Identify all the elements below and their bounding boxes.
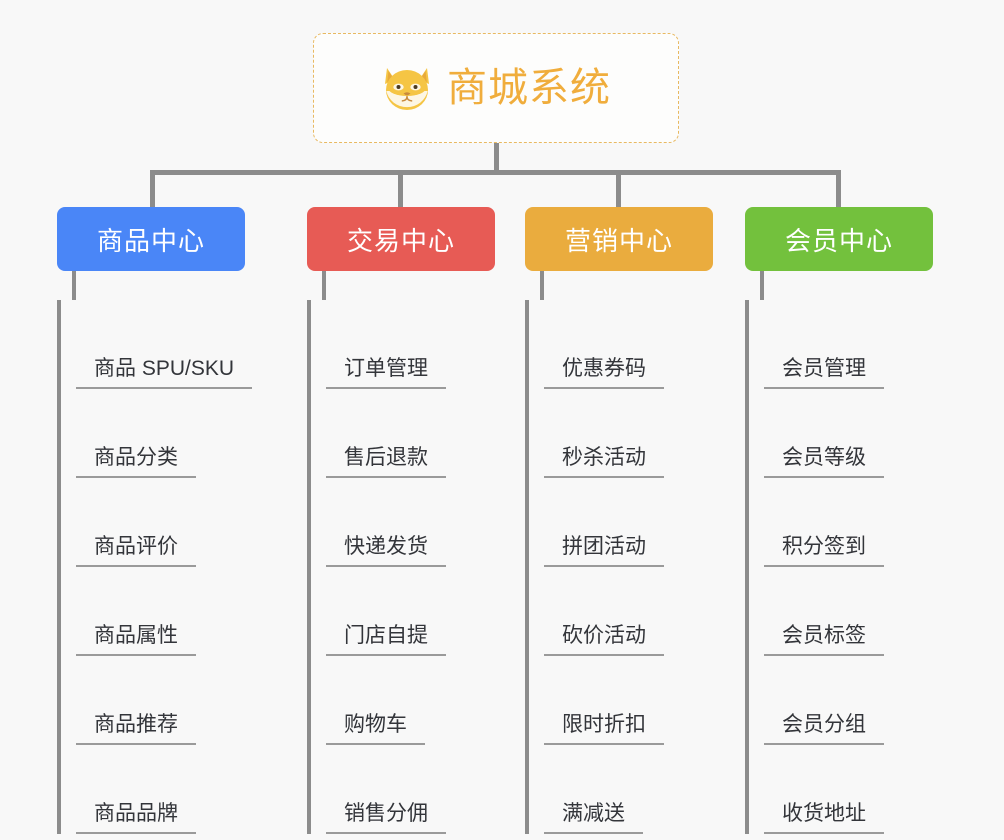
leaf-label: 商品分类 <box>76 446 196 478</box>
list-item[interactable]: 门店自提 <box>326 567 495 656</box>
leaf-label: 会员管理 <box>764 357 884 389</box>
leaf-label: 销售分佣 <box>326 802 446 834</box>
leaf-label: 售后退款 <box>326 446 446 478</box>
category-label: 会员中心 <box>784 225 893 256</box>
category-header-member[interactable]: 会员中心 <box>745 207 933 271</box>
category-column-member: 会员中心 会员管理 会员等级 积分签到 会员标签 会员分组 收货地址 <box>745 207 933 834</box>
leaf-label: 商品推荐 <box>76 713 196 745</box>
list-item[interactable]: 订单管理 <box>326 300 495 389</box>
leaf-label: 砍价活动 <box>544 624 664 656</box>
connector-category-stem <box>540 271 544 300</box>
leaf-label: 优惠券码 <box>544 357 664 389</box>
connector-category-stem <box>72 271 76 300</box>
leaf-label: 满减送 <box>544 802 643 834</box>
leaf-label: 订单管理 <box>326 357 446 389</box>
connector-drop-1 <box>398 170 403 207</box>
shiba-dog-face-icon <box>381 64 433 112</box>
list-item[interactable]: 购物车 <box>326 656 495 745</box>
category-header-marketing[interactable]: 营销中心 <box>525 207 713 271</box>
list-item[interactable]: 售后退款 <box>326 389 495 478</box>
connector-category-stem <box>322 271 326 300</box>
connector-drop-3 <box>836 170 841 207</box>
category-header-trade[interactable]: 交易中心 <box>307 207 495 271</box>
leaf-list-marketing: 优惠券码 秒杀活动 拼团活动 砍价活动 限时折扣 满减送 <box>525 300 713 834</box>
connector-root-stem <box>494 143 499 173</box>
leaf-label: 门店自提 <box>326 624 446 656</box>
list-item[interactable]: 限时折扣 <box>544 656 713 745</box>
leaf-label: 商品属性 <box>76 624 196 656</box>
leaf-label: 积分签到 <box>764 535 884 567</box>
list-item[interactable]: 商品分类 <box>76 389 245 478</box>
list-item[interactable]: 拼团活动 <box>544 478 713 567</box>
leaf-list-trade: 订单管理 售后退款 快递发货 门店自提 购物车 销售分佣 <box>307 300 495 834</box>
leaf-label: 商品 SPU/SKU <box>76 357 253 389</box>
list-item[interactable]: 销售分佣 <box>326 745 495 834</box>
list-item[interactable]: 会员分组 <box>764 656 933 745</box>
leaf-label: 收货地址 <box>764 802 884 834</box>
category-label: 交易中心 <box>346 225 455 256</box>
leaf-label: 购物车 <box>326 713 425 745</box>
category-header-product[interactable]: 商品中心 <box>57 207 245 271</box>
leaf-list-member: 会员管理 会员等级 积分签到 会员标签 会员分组 收货地址 <box>745 300 933 834</box>
list-item[interactable]: 优惠券码 <box>544 300 713 389</box>
category-column-marketing: 营销中心 优惠券码 秒杀活动 拼团活动 砍价活动 限时折扣 满减送 <box>525 207 713 834</box>
list-item[interactable]: 会员标签 <box>764 567 933 656</box>
connector-drop-2 <box>616 170 621 207</box>
leaf-label: 秒杀活动 <box>544 446 664 478</box>
list-item[interactable]: 商品品牌 <box>76 745 245 834</box>
leaf-label: 商品评价 <box>76 535 196 567</box>
leaf-label: 会员分组 <box>764 713 884 745</box>
list-item[interactable]: 会员等级 <box>764 389 933 478</box>
list-item[interactable]: 砍价活动 <box>544 567 713 656</box>
list-item[interactable]: 商品推荐 <box>76 656 245 745</box>
category-column-product: 商品中心 商品 SPU/SKU 商品分类 商品评价 商品属性 商品推荐 商品品牌 <box>57 207 253 834</box>
leaf-label: 快递发货 <box>326 535 446 567</box>
list-item[interactable]: 秒杀活动 <box>544 389 713 478</box>
category-column-trade: 交易中心 订单管理 售后退款 快递发货 门店自提 购物车 销售分佣 <box>307 207 495 834</box>
connector-category-stem <box>760 271 764 300</box>
leaf-label: 限时折扣 <box>544 713 664 745</box>
connector-drop-0 <box>150 170 155 207</box>
list-item[interactable]: 满减送 <box>544 745 713 834</box>
leaf-label: 会员等级 <box>764 446 884 478</box>
leaf-list-product: 商品 SPU/SKU 商品分类 商品评价 商品属性 商品推荐 商品品牌 <box>57 300 253 834</box>
leaf-label: 会员标签 <box>764 624 884 656</box>
leaf-label: 拼团活动 <box>544 535 664 567</box>
list-item[interactable]: 商品评价 <box>76 478 245 567</box>
list-item[interactable]: 收货地址 <box>764 745 933 834</box>
list-item[interactable]: 积分签到 <box>764 478 933 567</box>
list-item[interactable]: 商品 SPU/SKU <box>76 300 253 389</box>
leaf-label: 商品品牌 <box>76 802 196 834</box>
list-item[interactable]: 会员管理 <box>764 300 933 389</box>
list-item[interactable]: 快递发货 <box>326 478 495 567</box>
category-label: 商品中心 <box>96 225 205 256</box>
root-node[interactable]: 商城系统 <box>313 33 679 143</box>
list-item[interactable]: 商品属性 <box>76 567 245 656</box>
category-label: 营销中心 <box>564 225 673 256</box>
connector-horizontal-bus <box>150 170 840 175</box>
root-title: 商城系统 <box>447 66 611 110</box>
